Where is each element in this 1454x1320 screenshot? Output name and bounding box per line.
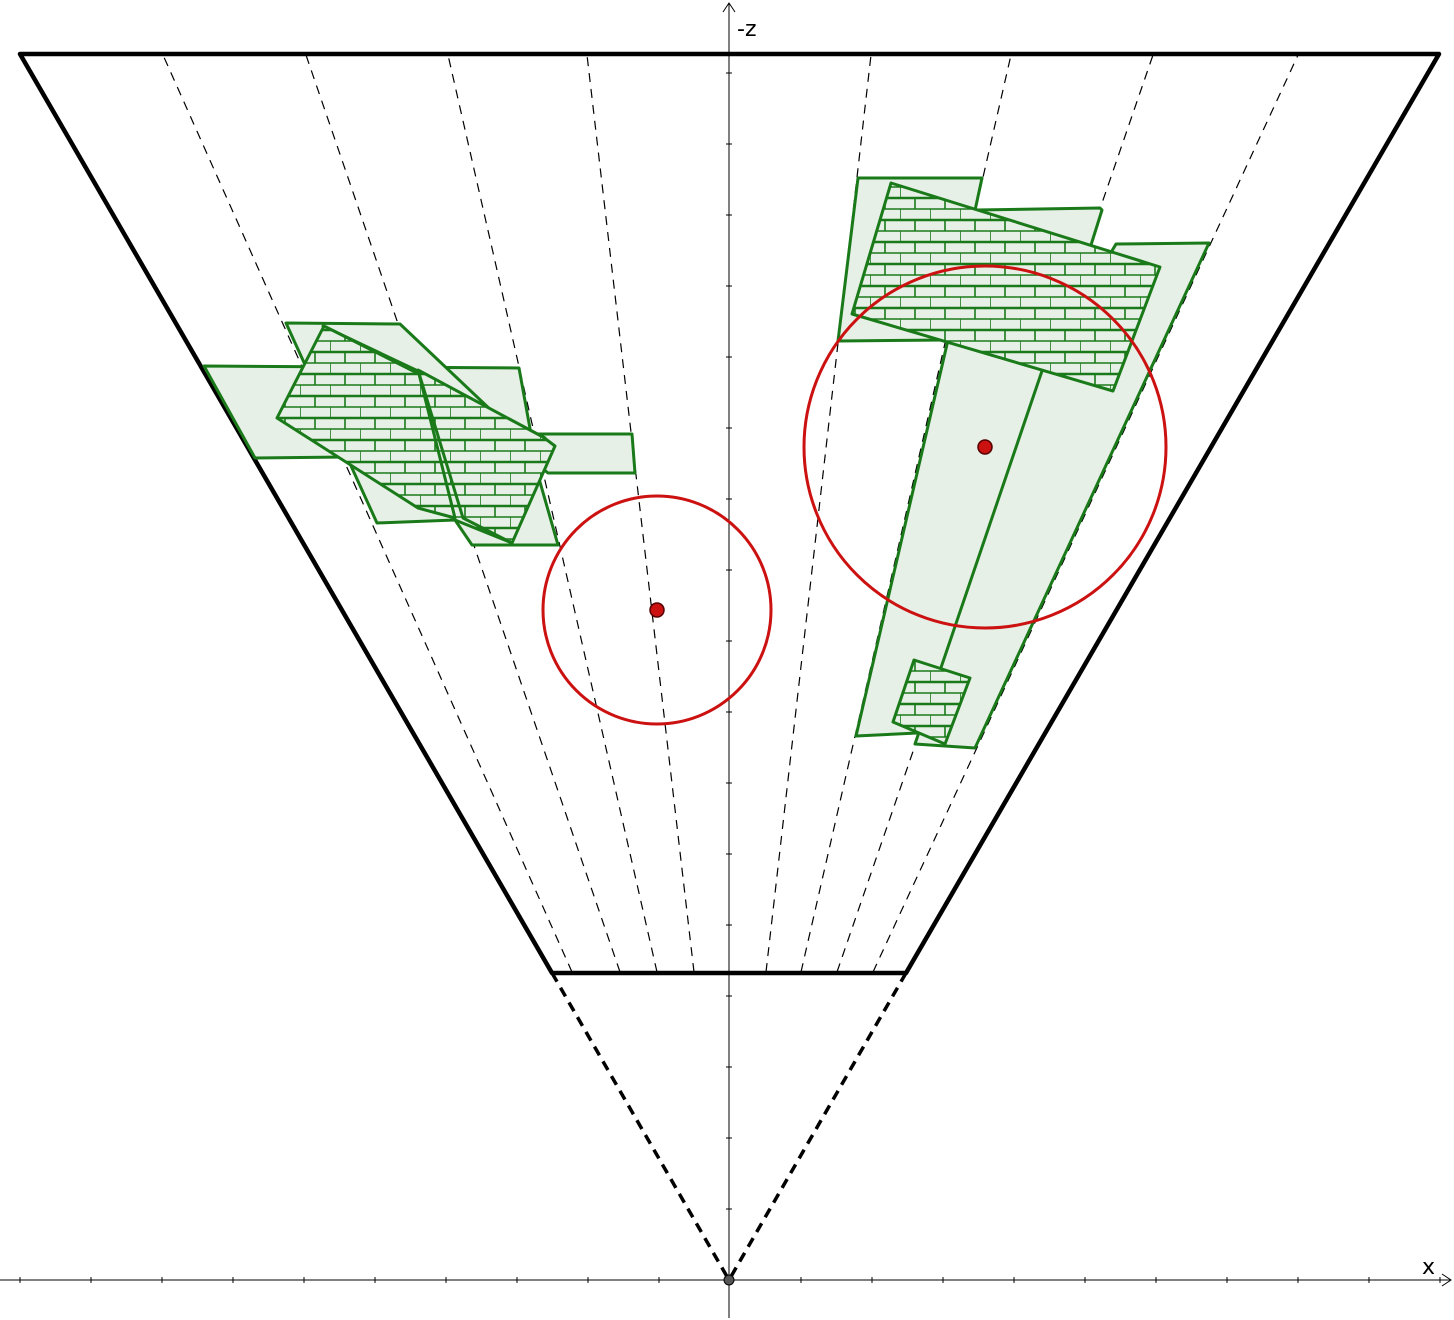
bounding-circle-left xyxy=(541,494,773,726)
z-axis-ticks xyxy=(726,72,732,1210)
x-axis-ticks xyxy=(19,1277,1441,1283)
origin-point xyxy=(723,1274,735,1286)
brick-polygon xyxy=(416,368,557,545)
view-frustum xyxy=(17,51,1442,1286)
frustum-left-projection xyxy=(550,972,731,1281)
ray xyxy=(162,54,573,973)
dashed-rays xyxy=(162,54,1299,973)
bounding-spheres xyxy=(541,264,1168,726)
x-axis-label: x xyxy=(1422,1255,1435,1280)
left-object-group xyxy=(202,321,637,547)
x-axis-arrow-icon xyxy=(1441,1273,1452,1287)
ray xyxy=(447,54,658,973)
ray xyxy=(872,54,1299,973)
ray xyxy=(800,54,1012,973)
brick-polygon xyxy=(275,324,457,520)
plain-polygon xyxy=(913,241,1211,750)
brick-polygon xyxy=(850,181,1162,393)
z-axis-label: -z xyxy=(737,17,757,42)
center-point-left xyxy=(649,602,665,618)
ray xyxy=(586,54,695,973)
sphere-centers xyxy=(649,439,993,618)
right-object-group xyxy=(836,176,1211,750)
z-axis-arrow-icon xyxy=(722,2,736,13)
frustum-right-projection xyxy=(727,972,908,1281)
center-point-right xyxy=(977,439,993,455)
brick-polygon xyxy=(891,658,972,746)
bounding-circle-right xyxy=(802,264,1168,630)
